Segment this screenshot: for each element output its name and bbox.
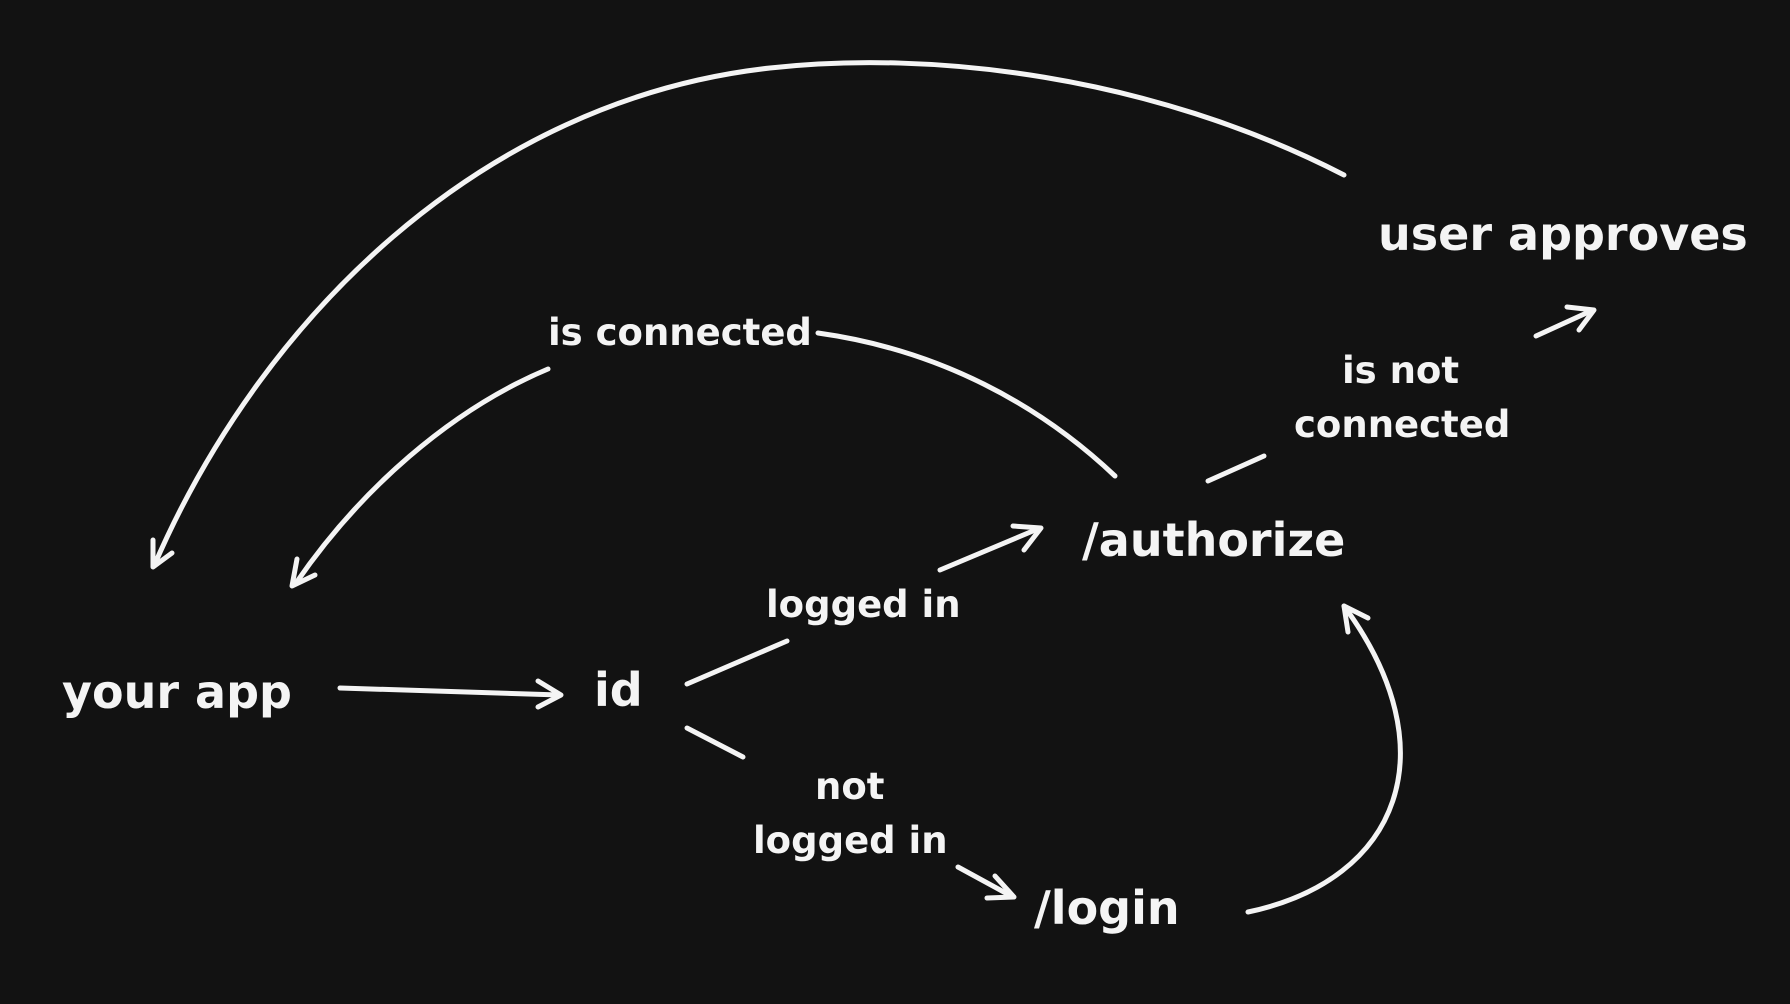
arrowhead-icon [1010, 523, 1044, 553]
label-is-connected: is connected [548, 311, 812, 354]
edge-your-app-to-id [337, 678, 564, 710]
arrowhead-icon [1564, 304, 1597, 333]
edge-login-to-authorize [1245, 603, 1403, 915]
node-login: /login [1034, 881, 1180, 935]
arrowhead-icon [535, 678, 564, 710]
label-not-logged-in-line1: not [815, 765, 884, 808]
label-logged-in: logged in [766, 583, 961, 626]
label-is-not-connected-line1: is not [1342, 349, 1459, 392]
arrowhead-icon [1341, 603, 1371, 635]
node-your-app: your app [62, 665, 292, 719]
node-user-approves: user approves [1378, 207, 1748, 261]
edge-user-approves-to-your-app [150, 60, 1347, 570]
edge-authorize-to-your-app [289, 330, 1118, 589]
edge-authorize-to-user-approves [1205, 304, 1597, 484]
node-id: id [594, 663, 643, 717]
arrowhead-icon [984, 873, 1017, 901]
label-not-logged-in-line2: logged in [753, 819, 948, 862]
edge-id-to-login [684, 725, 1017, 901]
edge-id-to-authorize [684, 523, 1044, 687]
arrowhead-icon [150, 537, 175, 570]
arrowhead-icon [289, 556, 318, 589]
node-authorize: /authorize [1082, 513, 1345, 567]
label-is-not-connected-line2: connected [1294, 403, 1510, 446]
